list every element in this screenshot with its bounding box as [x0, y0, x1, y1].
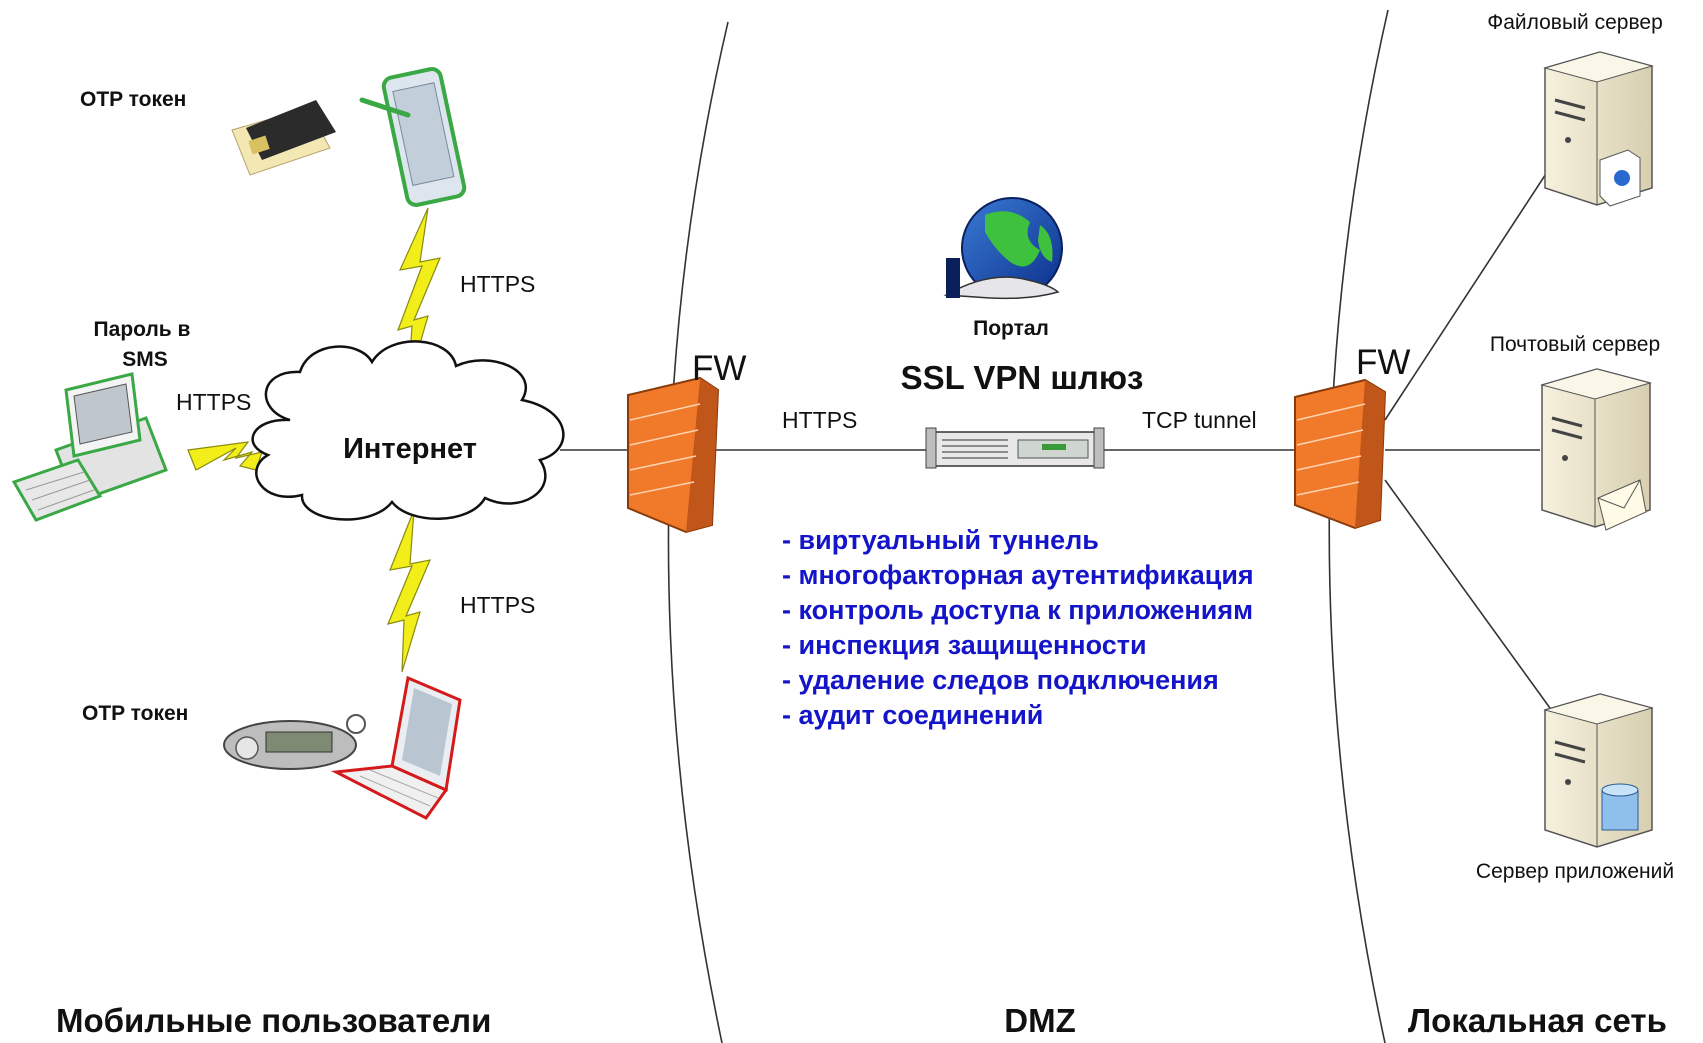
otp-keyfob-icon: [223, 714, 366, 770]
zone-label-mobile-users: Мобильные пользователи: [56, 1002, 491, 1039]
sms-password-label-line1: Пароль в: [94, 318, 191, 341]
mail-server-icon: [1540, 368, 1652, 531]
feature-item: - аудит соединений: [782, 700, 1043, 730]
link-fw-file-server: [1384, 159, 1556, 421]
lightning-laptop: [386, 509, 432, 673]
otp-token-top-label: OTP токен: [80, 88, 186, 111]
zone-label-local-network: Локальная сеть: [1408, 1002, 1667, 1039]
https-label-laptop: HTTPS: [460, 592, 535, 618]
https-label-dmz: HTTPS: [782, 407, 857, 433]
internet-cloud: Интернет: [251, 340, 565, 521]
desktop-device[interactable]: [11, 372, 168, 522]
feature-item: - удаление следов подключения: [782, 665, 1219, 695]
file-server-label: Файловый сервер: [1487, 11, 1663, 34]
laptop-device[interactable]: [330, 675, 462, 820]
tablet-device[interactable]: [359, 67, 467, 207]
zone-boundary-left: [667, 21, 729, 1043]
feature-list: - виртуальный туннель - многофакторная а…: [782, 525, 1254, 730]
vpn-gateway-appliance: [925, 427, 1105, 469]
gateway-title: SSL VPN шлюз: [901, 359, 1144, 396]
https-label-tablet: HTTPS: [460, 271, 535, 297]
zone-boundary-right: [1328, 9, 1389, 1043]
fw-label-right: FW: [1356, 343, 1410, 382]
feature-item: - виртуальный туннель: [782, 525, 1099, 555]
sms-password-label-line2: SMS: [122, 348, 168, 371]
file-server-icon: [1543, 51, 1654, 207]
zone-label-dmz: DMZ: [1004, 1002, 1075, 1039]
internet-label: Интернет: [343, 433, 477, 465]
link-fw-app-server: [1384, 479, 1556, 716]
fw-label-left: FW: [692, 349, 746, 388]
firewall-left: [627, 376, 720, 534]
feature-item: - многофакторная аутентификация: [782, 560, 1254, 590]
app-server-label: Сервер приложений: [1476, 860, 1674, 883]
portal-globe-icon: [943, 197, 1063, 300]
tcp-tunnel-label: TCP tunnel: [1142, 407, 1257, 433]
portal-label: Портал: [973, 317, 1049, 340]
app-server-icon: [1543, 693, 1654, 848]
firewall-right: [1294, 378, 1387, 530]
https-label-desktop: HTTPS: [176, 389, 251, 415]
sim-token-icon: [231, 100, 336, 176]
mail-server-label: Почтовый сервер: [1490, 333, 1660, 356]
lightning-desktop: [187, 441, 263, 471]
otp-token-bottom-label: OTP токен: [82, 702, 188, 725]
feature-item: - контроль доступа к приложениям: [782, 595, 1253, 625]
feature-item: - инспекция защищенности: [782, 630, 1147, 660]
